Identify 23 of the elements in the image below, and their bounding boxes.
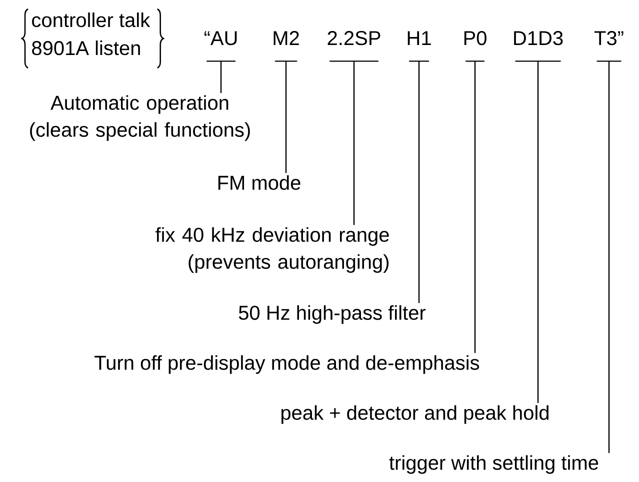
leader-line	[464, 60, 486, 354]
explanation-text: 50 Hz high-pass filter	[238, 305, 426, 324]
leader-line	[274, 60, 298, 174]
command-code: P0	[464, 31, 486, 46]
leader-line	[206, 60, 236, 94]
leader-line	[514, 60, 562, 404]
explanation-text: peak + detector and peak hold	[281, 405, 548, 424]
command-code: H1	[408, 31, 431, 45]
explanation-text: Turn off pre-display mode and de-emphasis	[94, 355, 480, 374]
mode-label: controller talk	[32, 12, 150, 28]
command-code: M2	[274, 31, 299, 45]
command-code: D1D3	[514, 31, 563, 46]
command-code: “AU	[204, 31, 237, 46]
explanation-text: Automatic operation (clears special functions)	[30, 95, 250, 141]
mode-label: 8901A listen	[32, 40, 140, 56]
explanation-text: fix 40 kHz deviation range (prevents autoranging)	[156, 227, 389, 273]
leader-line	[328, 60, 380, 226]
leader-line	[596, 60, 622, 454]
command-code: 2.2SP	[328, 31, 380, 46]
explanation-text: trigger with settling time	[389, 455, 598, 474]
leader-line	[408, 60, 430, 304]
explanation-text: FM mode	[218, 175, 300, 190]
command-code: T3”	[594, 31, 624, 46]
